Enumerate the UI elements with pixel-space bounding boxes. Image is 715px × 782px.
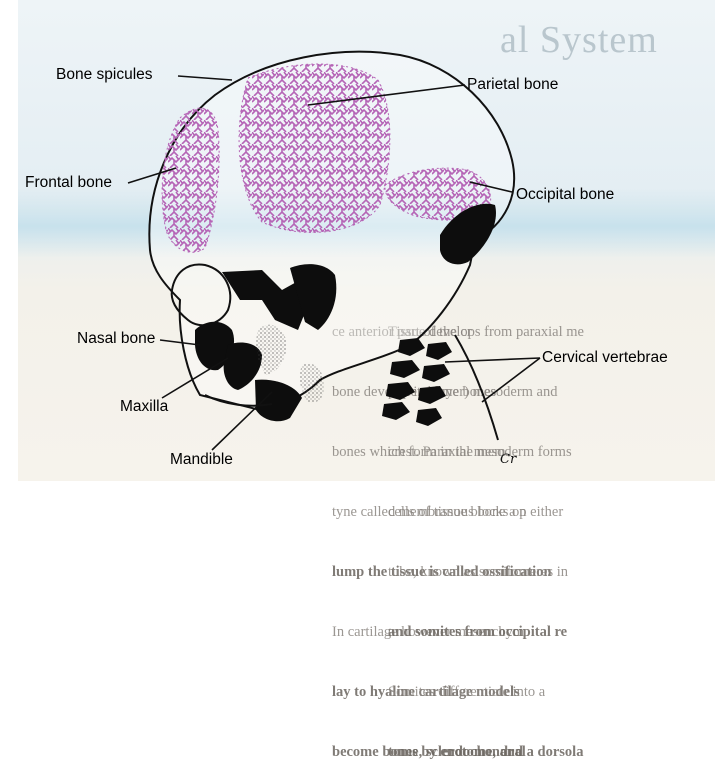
handwritten-mark: Cr	[500, 452, 516, 467]
label-mandible: Mandible	[170, 451, 233, 469]
label-parietal-bone: Parietal bone	[467, 76, 558, 94]
neck-outline	[455, 335, 498, 440]
background-line: and somites from occipital re	[388, 622, 584, 642]
background-line: tome, sclerotome, and a dorsola	[388, 742, 584, 762]
background-line: Somites differentiate into a	[388, 682, 584, 702]
label-occipital-bone: Occipital bone	[516, 186, 614, 204]
label-frontal-bone: Frontal bone	[25, 174, 112, 192]
label-bone-spicules: Bone spicules	[56, 66, 153, 84]
background-line: tube, known as somitomeres in	[388, 562, 584, 582]
label-cervical-vertebrae: Cervical vertebrae	[542, 349, 668, 367]
label-nasal-bone: Nasal bone	[77, 330, 155, 348]
parietal-ossification	[239, 64, 390, 232]
frontal-ossification	[162, 108, 219, 252]
label-maxilla: Maxilla	[120, 398, 168, 416]
background-line: cells of tissue blocks on either	[388, 502, 584, 522]
